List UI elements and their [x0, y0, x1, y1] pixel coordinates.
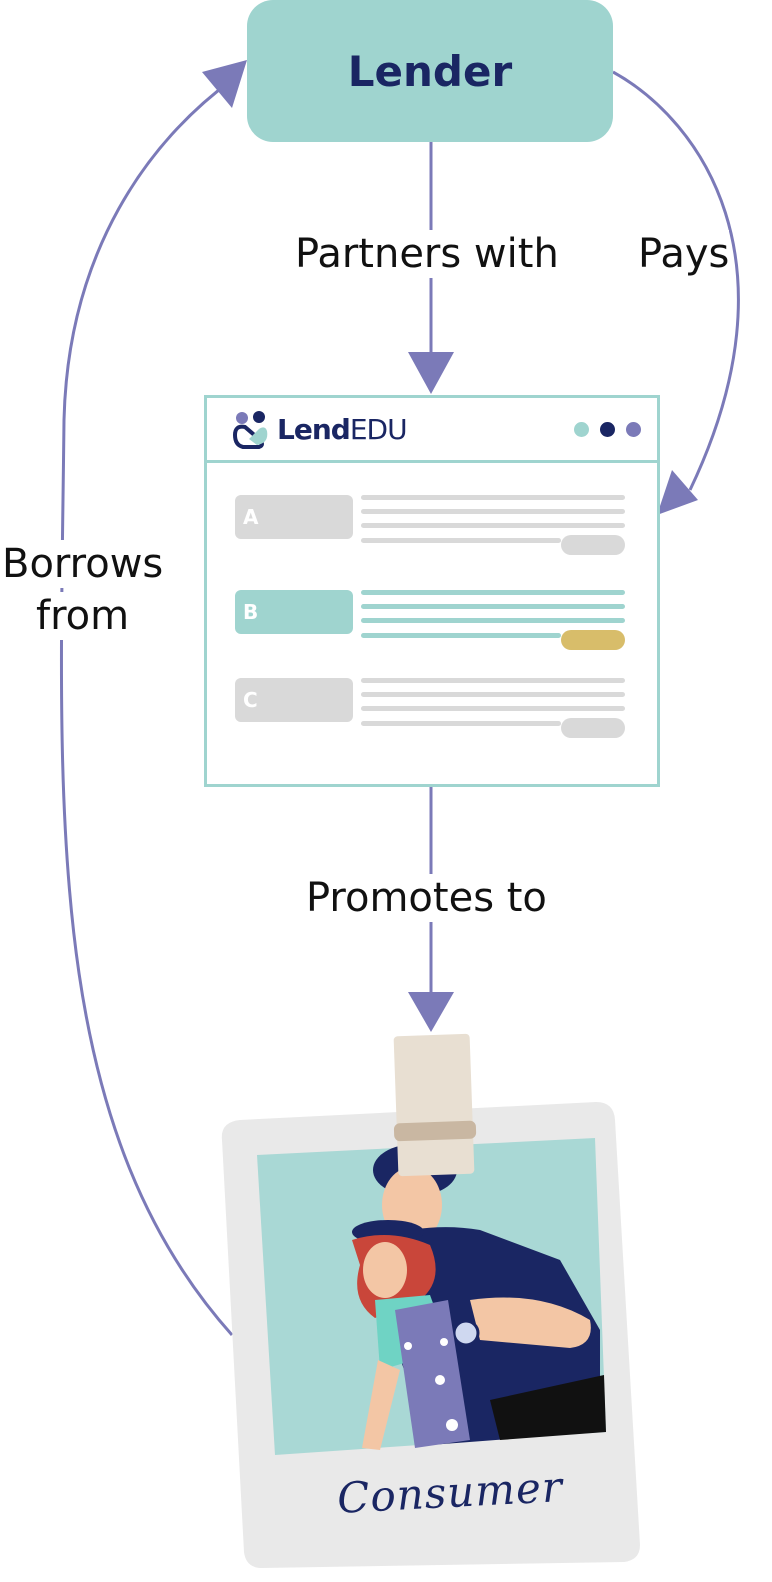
offer-text-line — [361, 706, 625, 711]
arrowhead-pays — [657, 470, 698, 515]
woman-arm-icon — [362, 1360, 400, 1450]
offer-text-line — [361, 590, 625, 595]
lender-label: Lender — [347, 46, 513, 96]
arrow-pays — [612, 70, 740, 491]
woman-overalls-icon — [395, 1300, 470, 1448]
label-pays: Pays — [638, 230, 730, 278]
camera-icon — [452, 1319, 480, 1347]
offer-chip: C — [235, 678, 353, 722]
label-promotes-to: Promotes to — [306, 874, 547, 922]
flower-icon — [446, 1419, 458, 1431]
offer-chip: A — [235, 495, 353, 539]
flower-icon — [435, 1375, 445, 1385]
offer-text-line — [361, 495, 625, 500]
offer-row: A — [235, 495, 629, 561]
clothespin-band-icon — [393, 1120, 477, 1142]
flower-icon — [404, 1342, 412, 1350]
window-dot-navy — [600, 422, 615, 437]
window-dot-purple — [626, 422, 641, 437]
label-borrows-from-line2: from — [36, 592, 130, 640]
offer-row: C — [235, 678, 629, 744]
offer-text-line — [361, 618, 625, 623]
offer-text-line — [361, 523, 625, 528]
offer-text-line — [361, 509, 625, 514]
consumer-polaroid — [221, 1033, 640, 1568]
woman-face-icon — [363, 1242, 407, 1298]
lendedu-logo-icon — [232, 411, 268, 449]
logo-text-bold: Lend — [277, 412, 351, 446]
offer-chip: B — [235, 590, 353, 634]
offer-pill — [561, 535, 625, 555]
offer-text-line — [361, 721, 561, 726]
label-partners-with: Partners with — [295, 230, 559, 278]
arrowhead-partners-with — [408, 352, 454, 394]
man-pants-icon — [490, 1375, 606, 1440]
offer-text-line — [361, 678, 625, 683]
arrowhead-borrows-from — [202, 60, 247, 108]
lender-node: Lender — [247, 0, 613, 142]
window-dot-teal — [574, 422, 589, 437]
offer-row: B — [235, 590, 629, 656]
logo-text-light: EDU — [349, 412, 408, 446]
offer-text-line — [361, 633, 561, 638]
offer-text-line — [361, 692, 625, 697]
flower-icon — [440, 1338, 448, 1346]
clothespin-icon — [393, 1033, 475, 1177]
offer-text-line — [361, 538, 561, 543]
man-arm-icon — [470, 1297, 591, 1348]
arrowhead-promotes-to — [408, 992, 454, 1032]
offer-text-line — [361, 604, 625, 609]
label-borrows-from-line1: Borrows — [2, 540, 164, 588]
offer-pill — [561, 630, 625, 650]
offer-pill — [561, 718, 625, 738]
